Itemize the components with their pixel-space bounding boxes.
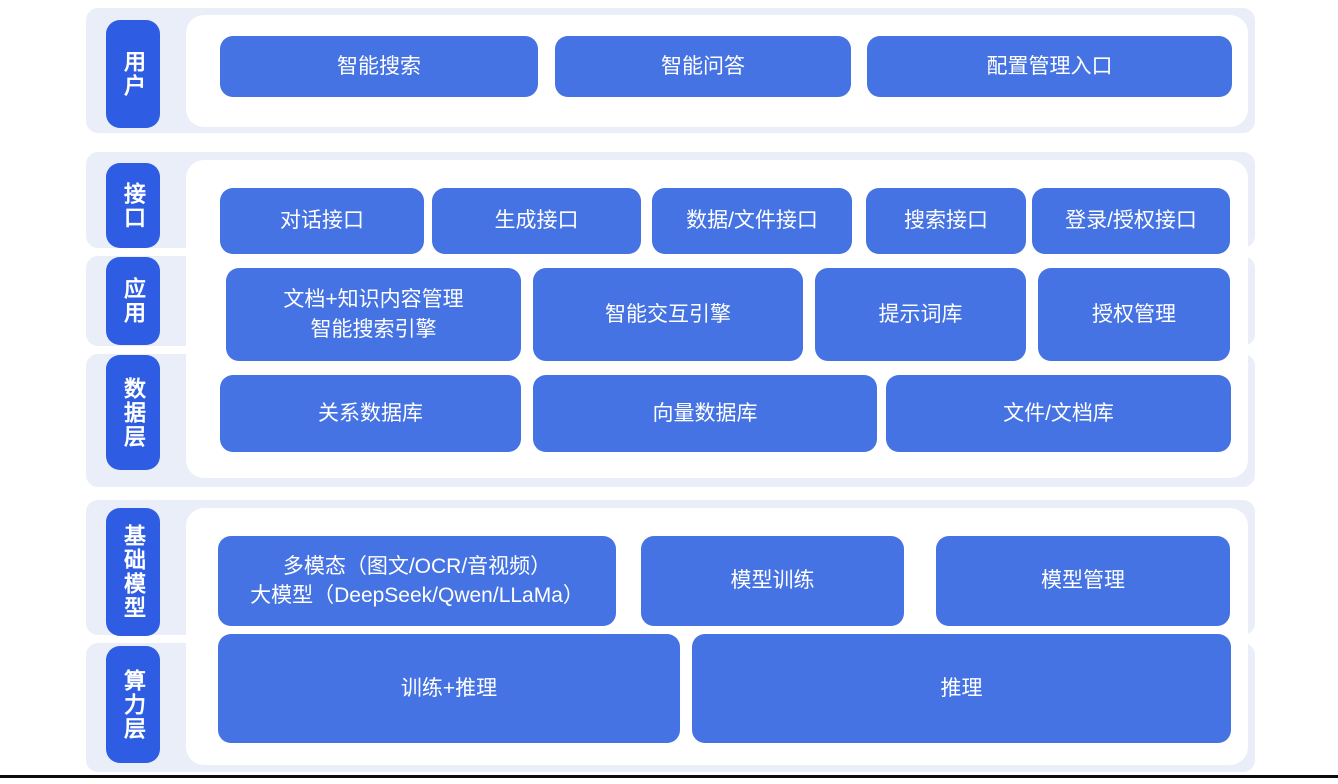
block-config-management-entry: 配置管理入口 xyxy=(867,36,1232,97)
layer-tab-foundation-model: 基础模型 xyxy=(106,508,160,636)
block-smart-search: 智能搜索 xyxy=(220,36,538,97)
bottom-divider-line xyxy=(0,775,1338,778)
block-doc-knowledge-search-engine: 文档+知识内容管理 智能搜索引擎 xyxy=(226,268,521,361)
block-smart-qa: 智能问答 xyxy=(555,36,851,97)
block-model-training: 模型训练 xyxy=(641,536,904,626)
block-prompt-library: 提示词库 xyxy=(815,268,1026,361)
block-smart-interaction-engine: 智能交互引擎 xyxy=(533,268,803,361)
block-auth-management: 授权管理 xyxy=(1038,268,1230,361)
block-model-management: 模型管理 xyxy=(936,536,1230,626)
block-relational-db: 关系数据库 xyxy=(220,375,521,452)
block-generation-api: 生成接口 xyxy=(432,188,641,254)
block-file-doc-db: 文件/文档库 xyxy=(886,375,1231,452)
layer-tab-compute: 算力层 xyxy=(106,646,160,763)
layer-tab-application: 应用 xyxy=(106,257,160,345)
block-search-api: 搜索接口 xyxy=(866,188,1026,254)
block-data-file-api: 数据/文件接口 xyxy=(652,188,852,254)
layer-tab-user: 用户 xyxy=(106,20,160,128)
block-dialog-api: 对话接口 xyxy=(220,188,424,254)
block-inference: 推理 xyxy=(692,634,1231,743)
block-multimodal-llm: 多模态（图文/OCR/音视频） 大模型（DeepSeek/Qwen/LLaMa） xyxy=(218,536,616,626)
layer-tab-data: 数据层 xyxy=(106,355,160,470)
block-training-inference: 训练+推理 xyxy=(218,634,680,743)
block-vector-db: 向量数据库 xyxy=(533,375,877,452)
layer-tab-interface: 接口 xyxy=(106,163,160,248)
block-login-auth-api: 登录/授权接口 xyxy=(1032,188,1230,254)
